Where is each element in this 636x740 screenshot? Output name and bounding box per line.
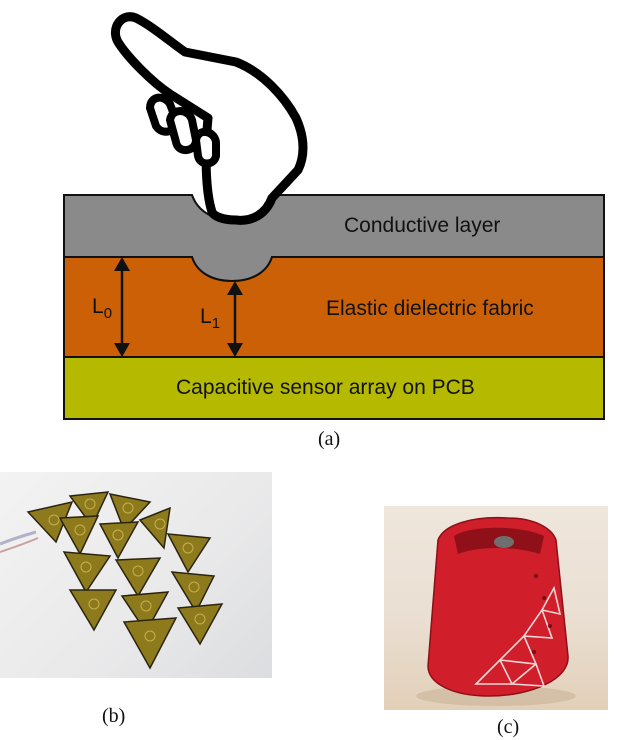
pcb-layer-label: Capacitive sensor array on PCB (176, 376, 475, 400)
l1-subscript: 1 (212, 315, 220, 332)
pcb-sensor-array-photo (0, 472, 272, 678)
caption-a: (a) (318, 428, 340, 451)
caption-b: (b) (102, 705, 125, 728)
layer-diagram (0, 0, 636, 420)
dielectric-layer-label: Elastic dielectric fabric (326, 297, 534, 321)
l1-label: L1 (200, 305, 220, 332)
l1-main: L (200, 305, 212, 328)
pointing-hand-icon (115, 17, 303, 221)
l0-label: L0 (92, 295, 112, 322)
caption-c: (c) (497, 716, 519, 739)
robot-cover-photo (384, 506, 608, 710)
l0-subscript: 0 (104, 305, 112, 322)
l0-main: L (92, 295, 104, 318)
conductive-layer-label: Conductive layer (344, 214, 500, 238)
